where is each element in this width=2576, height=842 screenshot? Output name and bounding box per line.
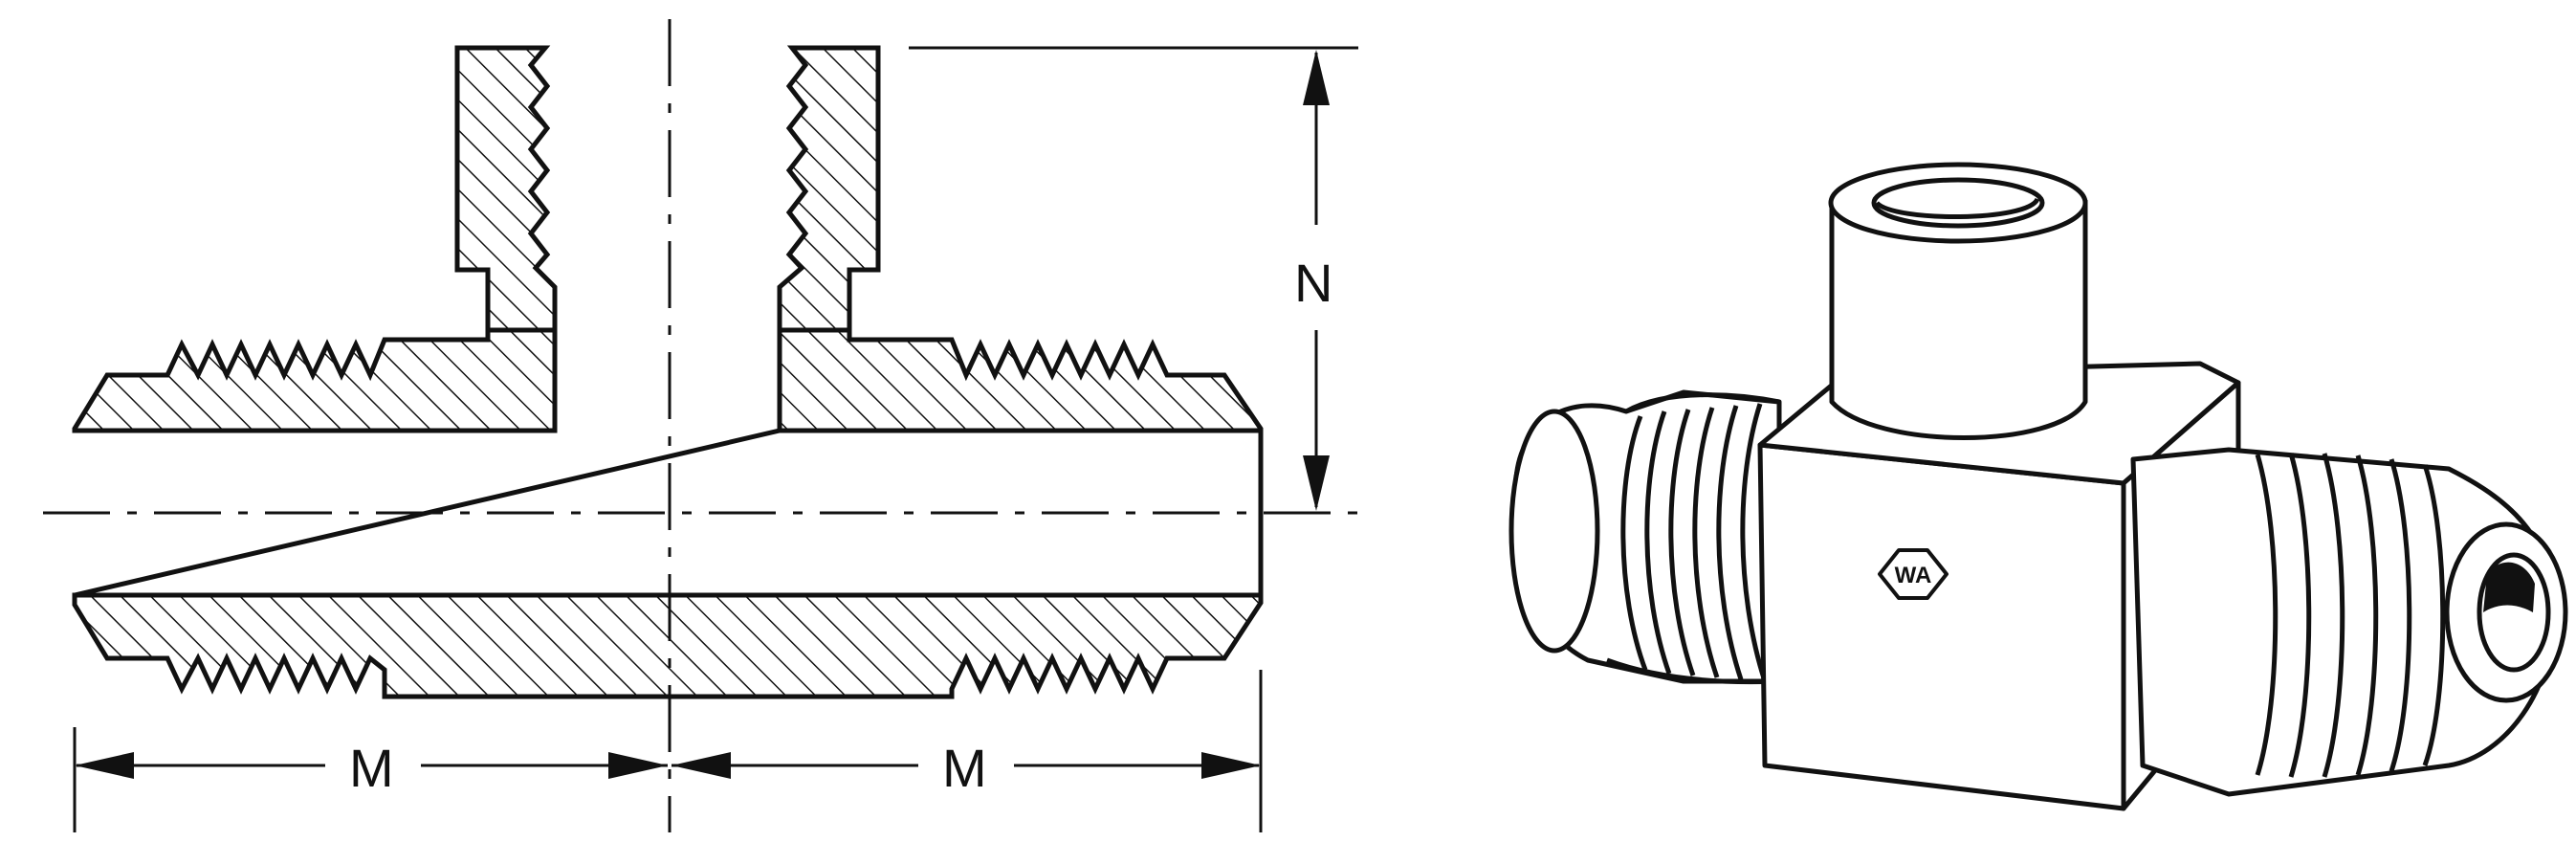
dimension-m-right-label: M xyxy=(942,738,987,798)
dimension-n: N xyxy=(1294,50,1332,511)
left-threaded-arm xyxy=(1508,389,1782,685)
tee-fitting-3d-view: WA xyxy=(1508,162,2568,811)
dimension-m-left-label: M xyxy=(349,738,394,798)
dimension-m-right: M xyxy=(672,738,1261,798)
run-top-right-wall xyxy=(777,327,1264,433)
run-bottom-wall xyxy=(72,592,1264,699)
section-view: N M M xyxy=(43,19,1358,832)
right-threaded-arm xyxy=(2130,447,2568,797)
manufacturer-logo: WA xyxy=(1878,548,1949,600)
run-top-left-wall xyxy=(72,327,558,433)
branch-left-wall xyxy=(454,45,558,333)
branch-right-wall xyxy=(777,45,881,333)
dimension-m-left: M xyxy=(75,738,668,798)
logo-text: WA xyxy=(1895,563,1932,588)
run-bore-outline xyxy=(74,428,1264,598)
dimension-n-label: N xyxy=(1294,253,1332,313)
